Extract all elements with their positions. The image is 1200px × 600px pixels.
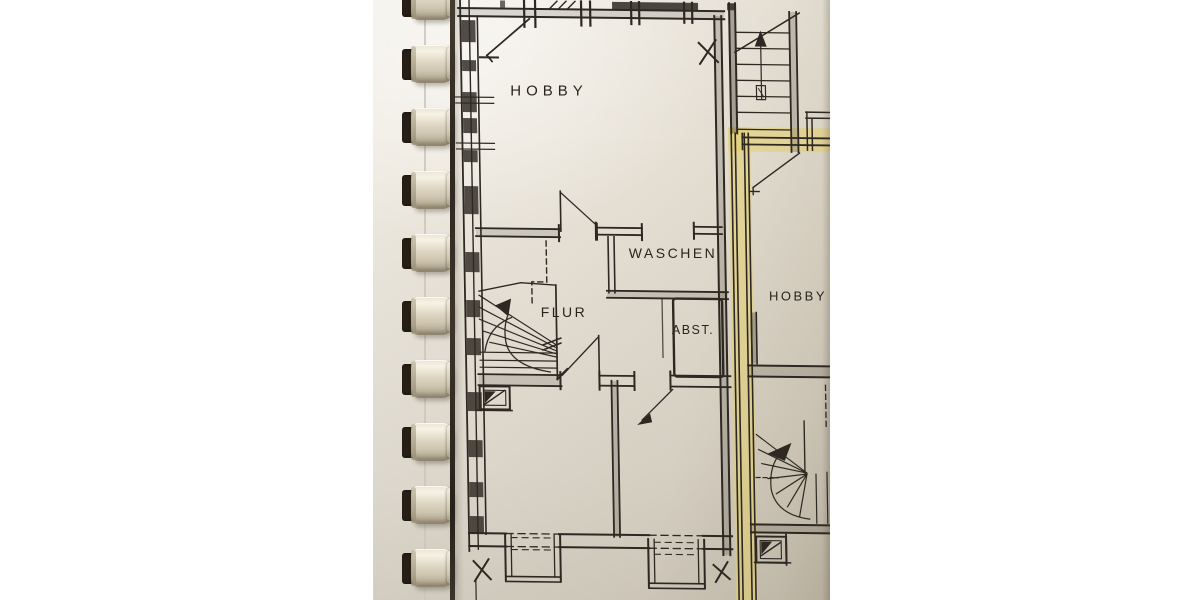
- left-plan: [455, 0, 737, 600]
- abst-closet: [661, 297, 725, 379]
- corridor-bottom-wall: [477, 334, 732, 426]
- highlight-horizontal: [728, 127, 830, 153]
- slope-line: [748, 152, 801, 196]
- bottom-wall: [468, 532, 734, 551]
- room-label-hobby-left: HOBBY: [510, 82, 588, 100]
- room-label-flur: FLUR: [540, 304, 588, 320]
- highlighted-top-wall: [741, 111, 830, 151]
- waschen-walls: [595, 221, 729, 301]
- left-party-wall: [455, 0, 496, 552]
- right-plan: [727, 2, 830, 600]
- highlighted-left-wall: [730, 132, 758, 600]
- staircase-top-right: [733, 11, 801, 153]
- plan-book-photo: HOBBY WASCHEN FLUR ABST. HOBBY: [373, 0, 830, 600]
- chimney-symbol-left: [476, 385, 513, 412]
- upper-left-wall: [727, 2, 739, 135]
- page-edge-line: [450, 0, 455, 600]
- right-wall: [713, 15, 732, 557]
- entrance-arrow: [478, 17, 531, 63]
- top-wall: [457, 0, 737, 29]
- flur-top-wall: [474, 190, 598, 243]
- page-edge-shadow: [455, 0, 464, 600]
- room-label-abst: ABST.: [671, 323, 715, 337]
- window-bay-left: [504, 533, 562, 583]
- stair-room-top-wall: [747, 364, 830, 379]
- staircase-left: [478, 281, 562, 378]
- room-label-hobby-right: HOBBY: [768, 288, 828, 304]
- room-label-waschen: WASCHEN: [628, 245, 718, 261]
- wall-stub: [750, 311, 758, 365]
- dashed-beam-line: [531, 240, 548, 308]
- floor-plan-drawing: [455, 0, 830, 600]
- dashed-line-right: [824, 384, 827, 428]
- binding-ring: [411, 423, 454, 461]
- x-marks: [472, 38, 732, 600]
- staircase-bottom-right: [755, 420, 829, 524]
- chimney-symbol-right: [753, 533, 792, 566]
- middle-wall: [610, 379, 622, 538]
- window-bay-right: [647, 538, 706, 590]
- stair-room-bottom-wall: [749, 523, 830, 535]
